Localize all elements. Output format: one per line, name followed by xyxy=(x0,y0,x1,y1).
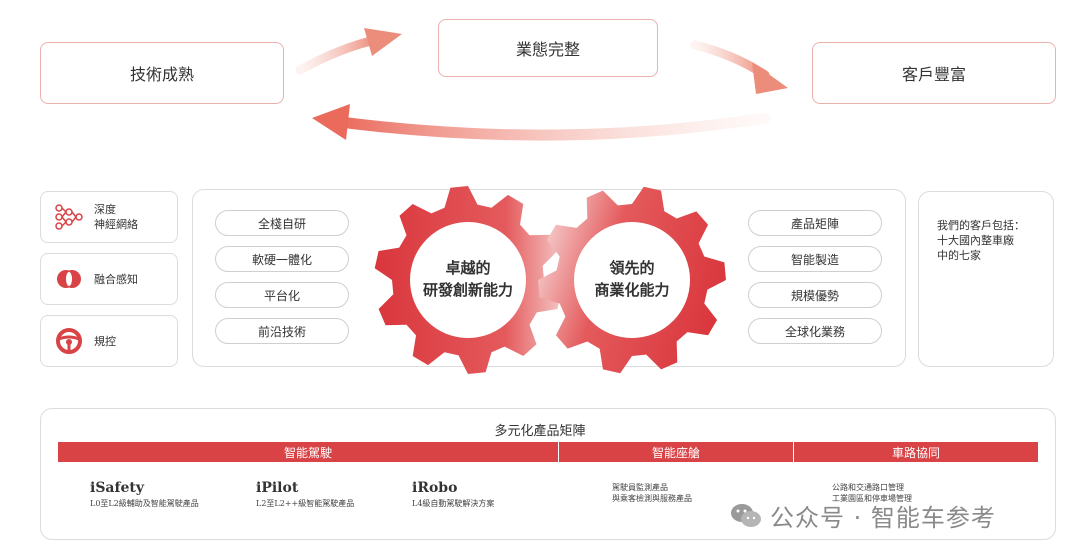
pill-platform: 平台化 xyxy=(215,282,349,308)
pill-smart-manufacturing: 智能製造 xyxy=(748,246,882,272)
feature-fusion-sensing-label: 融合感知 xyxy=(94,272,138,286)
gears-graphic xyxy=(374,186,726,374)
pill-hw-sw-integration: 軟硬一體化 xyxy=(215,246,349,272)
product-irobo-desc: L4級自動駕駛解決方案 xyxy=(412,499,495,508)
pill-hw-sw-integration-label: 軟硬一體化 xyxy=(251,252,312,267)
product-ipilot-desc: L2至L2++級智能駕駛產品 xyxy=(256,499,355,508)
product-ipilot: iPilot L2至L2++級智能駕駛產品 xyxy=(256,480,354,509)
box-business-complete: 業態完整 xyxy=(438,19,658,77)
feature-planning-control: 規控 xyxy=(40,315,178,367)
box-business-complete-label: 業態完整 xyxy=(515,40,580,59)
band-smart-cockpit: 智能座艙 xyxy=(559,442,793,462)
product-matrix-panel xyxy=(40,408,1056,540)
box-technology-maturity: 技術成熟 xyxy=(40,42,284,104)
steering-wheel-icon xyxy=(54,326,84,356)
neural-network-icon xyxy=(54,202,84,232)
product-matrix-title: 多元化產品矩陣 xyxy=(494,424,586,439)
feature-deep-neural-network: 深度 神經網絡 xyxy=(40,191,178,243)
product-irobo: iRobo L4級自動駕駛解決方案 xyxy=(412,480,494,509)
pill-product-matrix-label: 產品矩陣 xyxy=(790,216,839,231)
pill-scale-advantage: 規模優勢 xyxy=(748,282,882,308)
customers-text: 我們的客戶包括： 十大國內整車廠 中的七家 xyxy=(937,219,1025,262)
gearLeft-hub xyxy=(410,222,526,338)
gear-right-line1: 領先的 xyxy=(609,259,655,277)
pill-platform-label: 平台化 xyxy=(263,288,300,303)
cycle-arrows xyxy=(295,28,788,141)
product-irobo-name: iRobo xyxy=(412,480,458,496)
band-smart-driving: 智能駕駛 xyxy=(58,442,558,462)
gear-left-line2: 研發創新能力 xyxy=(422,281,513,299)
band-smart-cockpit-label: 智能座艙 xyxy=(651,445,700,460)
product-ipilot-name: iPilot xyxy=(256,480,299,496)
arrow-down-right-head xyxy=(752,62,788,94)
pill-product-matrix: 產品矩陣 xyxy=(748,210,882,236)
pill-frontier-tech: 前沿技術 xyxy=(215,318,349,344)
gear-right-text: 領先的 商業化能力 xyxy=(572,257,692,301)
pill-full-stack-label: 全棧自研 xyxy=(257,216,306,231)
pill-full-stack: 全棧自研 xyxy=(215,210,349,236)
product-isafety: iSafety L0至L2級輔助及智能駕駛產品 xyxy=(90,480,199,509)
watermark-text: 公众号 · 智能车参考 xyxy=(770,504,996,532)
arrow-up-right-head xyxy=(364,28,402,56)
watermark: 公众号 · 智能车参考 xyxy=(730,498,996,533)
arrow-return xyxy=(334,112,771,141)
gearRight-hub xyxy=(574,222,690,338)
pill-frontier-tech-label: 前沿技術 xyxy=(257,324,306,339)
feature-planning-control-label: 規控 xyxy=(94,334,116,348)
arrow-up-right xyxy=(295,35,380,75)
pill-global-business: 全球化業務 xyxy=(748,318,882,344)
gear-right-line2: 商業化能力 xyxy=(594,281,670,299)
box-customers-rich-label: 客戶豐富 xyxy=(901,65,966,84)
product-isafety-name: iSafety xyxy=(90,480,145,496)
feature-deep-neural-network-label: 深度 神經網絡 xyxy=(94,203,138,231)
gear-right xyxy=(538,186,726,374)
feature-fusion-sensing: 融合感知 xyxy=(40,253,178,305)
pill-scale-advantage-label: 規模優勢 xyxy=(790,288,839,303)
customers-panel: 我們的客戶包括： 十大國內整車廠 中的七家 xyxy=(918,191,1054,367)
fusion-sensing-icon xyxy=(54,264,84,294)
box-technology-maturity-label: 技術成熟 xyxy=(129,65,194,84)
band-smart-driving-label: 智能駕駛 xyxy=(283,445,332,460)
cabin-desc: 駕駛員監測產品 與乘客檢測與服務產品 xyxy=(612,483,692,503)
box-customers-rich: 客戶豐富 xyxy=(812,42,1056,104)
arrow-return-head xyxy=(312,104,350,140)
v2x-desc: 公路和交通路口管理 工業園區和停車場管理 xyxy=(832,483,912,503)
gear-left xyxy=(374,186,562,374)
pill-smart-manufacturing-label: 智能製造 xyxy=(790,252,839,267)
wechat-icon xyxy=(730,502,762,530)
product-isafety-desc: L0至L2級輔助及智能駕駛產品 xyxy=(90,499,199,508)
pill-global-business-label: 全球化業務 xyxy=(784,324,845,339)
band-v2x: 車路協同 xyxy=(794,442,1038,462)
band-v2x-label: 車路協同 xyxy=(891,445,940,460)
gear-left-line1: 卓越的 xyxy=(445,259,491,277)
gear-left-text: 卓越的 研發創新能力 xyxy=(408,257,528,301)
